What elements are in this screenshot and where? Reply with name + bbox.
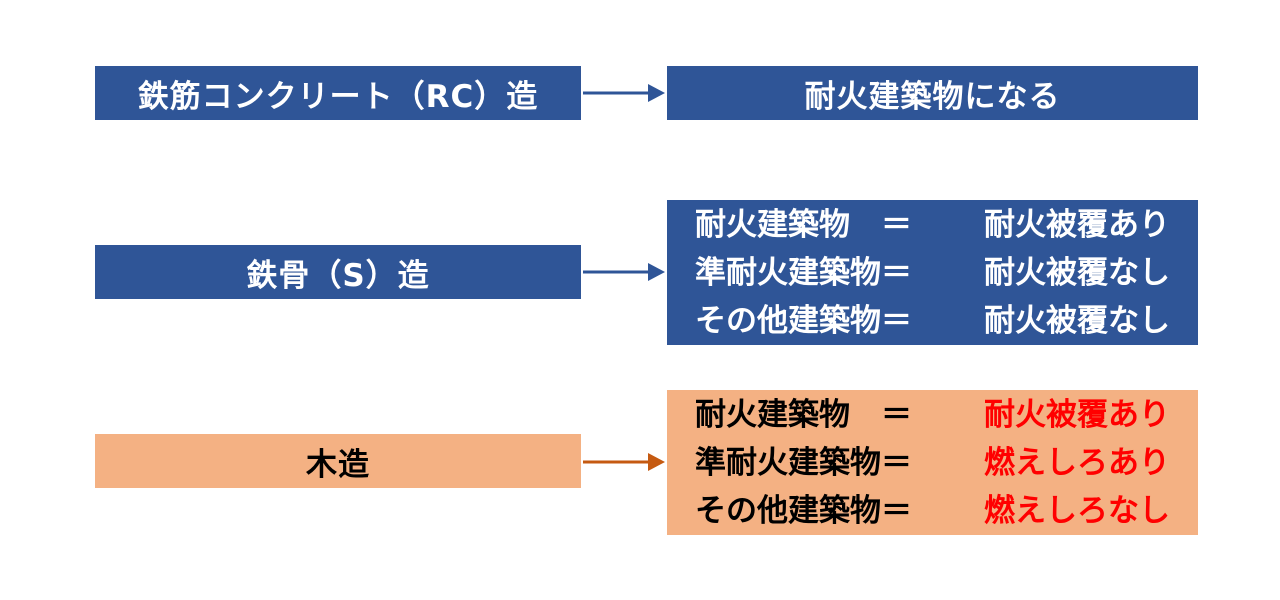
rc-structure-label: 鉄筋コンクリート（RC）造: [137, 78, 539, 115]
rc-structure-box: 鉄筋コンクリート（RC）造: [95, 66, 581, 120]
steel-structure-box: 鉄骨（S）造: [95, 245, 581, 299]
wood-line-fireproof-lhs: 耐火建築物 ＝: [695, 396, 912, 433]
steel-line-other-lhs: その他建築物＝: [695, 302, 912, 339]
wood-structure-box: 木造: [95, 434, 581, 488]
wood-line-quasi-fireproof-lhs: 準耐火建築物＝: [695, 444, 912, 481]
arrow-rc: [583, 84, 665, 102]
steel-line-fireproof-rhs: 耐火被覆あり: [984, 206, 1170, 243]
steel-line-quasi-fireproof-lhs: 準耐火建築物＝: [695, 254, 912, 291]
steel-line-other: その他建築物＝ 耐火被覆なし: [695, 297, 1170, 345]
steel-line-fireproof-lhs: 耐火建築物 ＝: [695, 206, 912, 243]
wood-line-quasi-fireproof: 準耐火建築物＝ 燃えしろあり: [695, 439, 1170, 487]
steel-line-quasi-fireproof: 準耐火建築物＝ 耐火被覆なし: [695, 249, 1170, 297]
fireproof-result-box: 耐火建築物になる: [667, 66, 1198, 120]
steel-result-box: 耐火建築物 ＝ 耐火被覆あり 準耐火建築物＝ 耐火被覆なし その他建築物＝ 耐火…: [667, 200, 1198, 345]
wood-structure-label: 木造: [306, 446, 370, 483]
steel-line-quasi-fireproof-rhs: 耐火被覆なし: [984, 254, 1170, 291]
wood-result-box: 耐火建築物 ＝ 耐火被覆あり 準耐火建築物＝ 燃えしろあり その他建築物＝ 燃え…: [667, 390, 1198, 535]
wood-line-fireproof-rhs: 耐火被覆あり: [984, 396, 1170, 433]
arrow-steel: [583, 263, 665, 281]
arrow-wood: [583, 453, 665, 471]
wood-line-other-lhs: その他建築物＝: [695, 492, 912, 529]
steel-structure-label: 鉄骨（S）造: [246, 257, 430, 294]
steel-line-other-rhs: 耐火被覆なし: [984, 302, 1170, 339]
wood-line-other-rhs: 燃えしろなし: [984, 492, 1170, 529]
fireproof-result-label: 耐火建築物になる: [804, 78, 1061, 115]
steel-line-fireproof: 耐火建築物 ＝ 耐火被覆あり: [695, 201, 1170, 249]
wood-line-fireproof: 耐火建築物 ＝ 耐火被覆あり: [695, 391, 1170, 439]
wood-line-quasi-fireproof-rhs: 燃えしろあり: [984, 444, 1170, 481]
wood-line-other: その他建築物＝ 燃えしろなし: [695, 487, 1170, 535]
